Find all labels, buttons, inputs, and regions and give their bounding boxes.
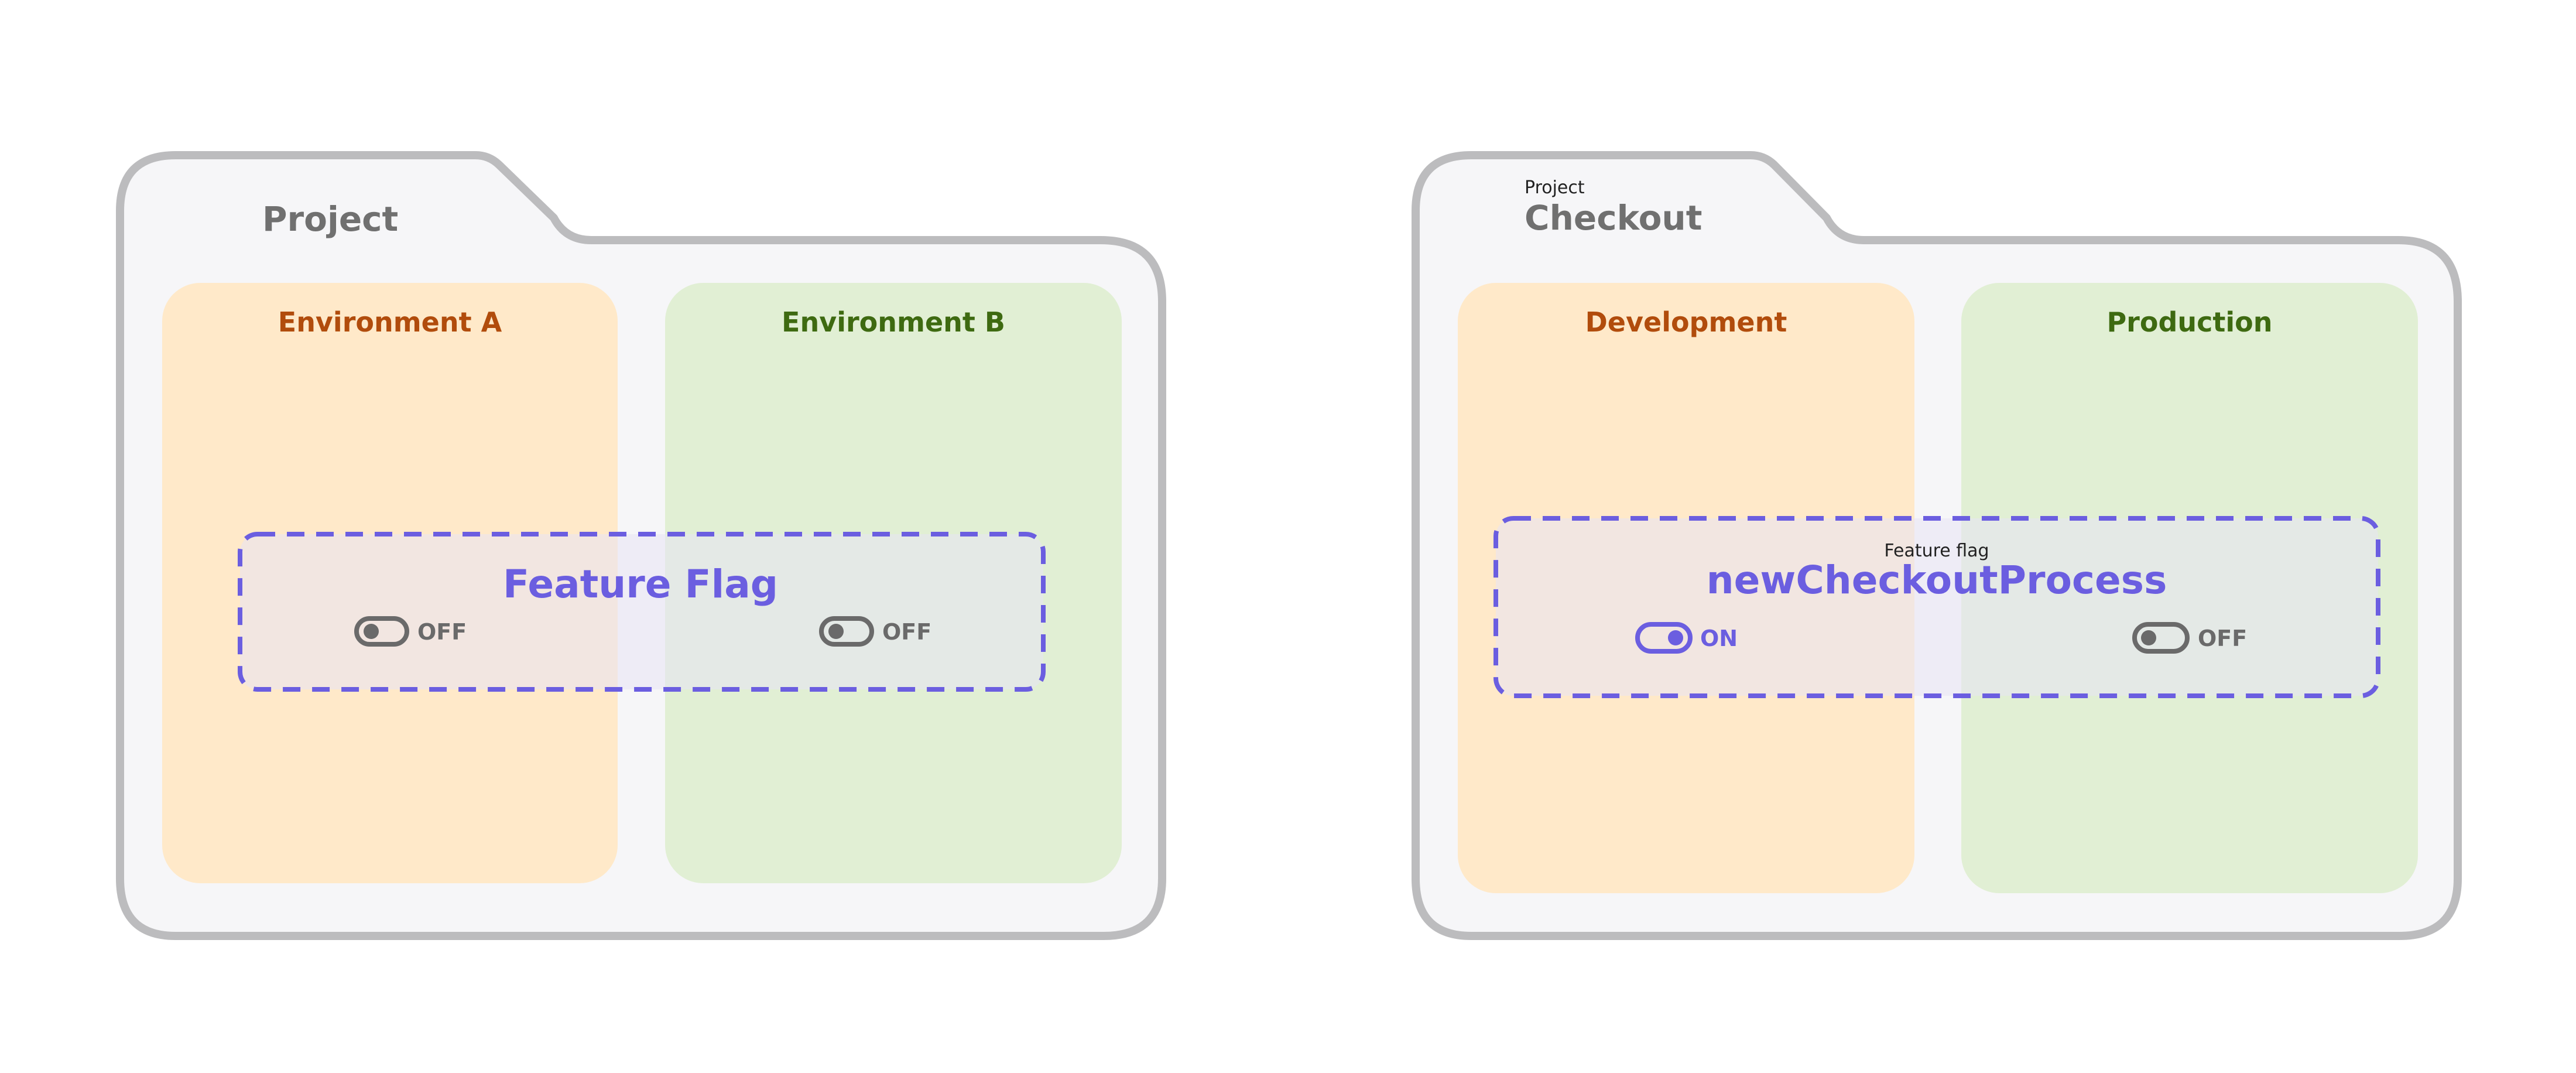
diagram-checkout: Project Checkout Development Production …: [1412, 151, 2462, 940]
toggle-dev[interactable]: OFF: [354, 616, 467, 647]
environment-label-prod: Environment B: [782, 306, 1005, 338]
project-caption: Project: [1525, 177, 1585, 198]
environment-label-dev: Environment A: [278, 306, 502, 338]
toggle-state-label: OFF: [2198, 626, 2247, 651]
toggle-switch-off[interactable]: [354, 616, 409, 647]
feature-flag-name: newCheckoutProcess: [1707, 558, 2167, 603]
environment-label-dev: Development: [1585, 306, 1787, 338]
project-title: Project: [262, 199, 398, 239]
toggle-knob: [364, 624, 379, 639]
toggle-switch-off[interactable]: [2132, 622, 2190, 654]
toggle-knob: [2141, 630, 2156, 645]
feature-flag-caption: Feature flag: [1884, 541, 1989, 561]
feature-flag-name: Feature Flag: [503, 562, 778, 607]
toggle-knob: [828, 624, 844, 639]
toggle-switch-on[interactable]: [1635, 622, 1693, 654]
environment-label-prod: Production: [2106, 306, 2272, 338]
toggle-knob: [1668, 630, 1683, 645]
diagram-generic: Project Environment A Environment B Feat…: [116, 151, 1166, 940]
toggle-prod[interactable]: OFF: [2132, 622, 2247, 654]
feature-flag-box: [238, 532, 1046, 692]
toggle-dev[interactable]: ON: [1635, 622, 1738, 654]
toggle-state-label: OFF: [882, 619, 931, 645]
toggle-state-label: ON: [1700, 626, 1738, 651]
toggle-state-label: OFF: [417, 619, 467, 645]
toggle-switch-off[interactable]: [819, 616, 874, 647]
project-title: Checkout: [1525, 198, 1702, 238]
toggle-prod[interactable]: OFF: [819, 616, 931, 647]
